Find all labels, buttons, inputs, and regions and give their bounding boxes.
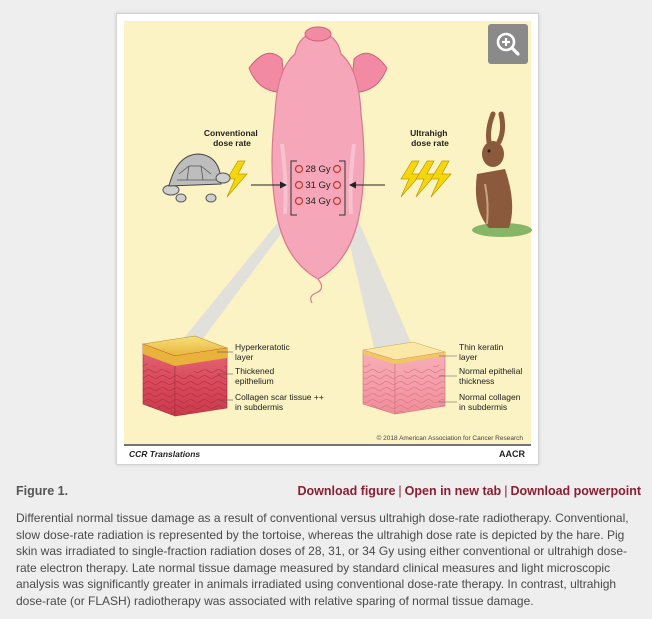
svg-text:layer: layer (235, 352, 254, 362)
download-figure-link[interactable]: Download figure (297, 484, 396, 498)
figure-links: Download figure|Open in new tab|Download… (297, 484, 641, 498)
svg-text:thickness: thickness (459, 376, 494, 386)
link-separator: | (504, 484, 508, 498)
dose-34: 34 Gy (305, 196, 331, 207)
dose-31: 31 Gy (305, 180, 331, 191)
copyright: © 2018 American Association for Cancer R… (377, 434, 524, 442)
beam-right (339, 199, 415, 352)
download-powerpoint-link[interactable]: Download powerpoint (510, 484, 641, 498)
svg-text:Thickened: Thickened (235, 366, 274, 376)
dose-28: 28 Gy (305, 164, 331, 175)
label-ultrahigh: Ultrahigh dose rate (410, 128, 450, 148)
tortoise-icon (162, 153, 231, 203)
arrows (251, 181, 385, 189)
footer-aacr-logo: AACR (499, 449, 525, 459)
figure-frame[interactable]: 28 Gy 31 Gy 34 Gy Conventional dose rate… (116, 13, 539, 465)
svg-text:epithelium: epithelium (235, 376, 274, 386)
zoom-button[interactable] (488, 24, 528, 64)
open-in-new-tab-link[interactable]: Open in new tab (404, 484, 502, 498)
svg-text:layer: layer (459, 352, 478, 362)
svg-text:Thin keratin: Thin keratin (459, 342, 504, 352)
figure-illustration: 28 Gy 31 Gy 34 Gy Conventional dose rate… (124, 21, 532, 459)
annotations-conventional: Hyperkeratotic layer Thickened epitheliu… (235, 342, 324, 412)
svg-text:in subdermis: in subdermis (235, 402, 283, 412)
skin-sample-conventional (141, 335, 229, 417)
annotations-ultrahigh: Thin keratin layer Normal epithelial thi… (459, 342, 522, 412)
leader-lines (217, 351, 457, 403)
hare-icon (472, 111, 532, 237)
svg-text:Hyperkeratotic: Hyperkeratotic (235, 342, 291, 352)
skin-sample-ultrahigh (362, 341, 446, 415)
svg-text:Normal collagen: Normal collagen (459, 392, 521, 402)
beam-left (179, 199, 307, 344)
label-conventional: Conventional dose rate (204, 128, 260, 148)
dose-box: 28 Gy 31 Gy 34 Gy (290, 160, 346, 216)
pig-illustration (248, 26, 388, 304)
svg-text:Normal epithelial: Normal epithelial (459, 366, 522, 376)
zoom-in-icon (496, 32, 520, 56)
svg-text:in subdermis: in subdermis (459, 402, 507, 412)
caption-bar: Figure 1. Download figure|Open in new ta… (0, 478, 652, 508)
figure-label: Figure 1. (16, 484, 69, 498)
footer-ccr-translations: CCR Translations (129, 449, 200, 459)
svg-text:Collagen scar tissue ++: Collagen scar tissue ++ (235, 392, 324, 402)
link-separator: | (398, 484, 402, 498)
lightning-bolts-icon (400, 160, 452, 198)
figure-description: Differential normal tissue damage as a r… (16, 511, 629, 608)
